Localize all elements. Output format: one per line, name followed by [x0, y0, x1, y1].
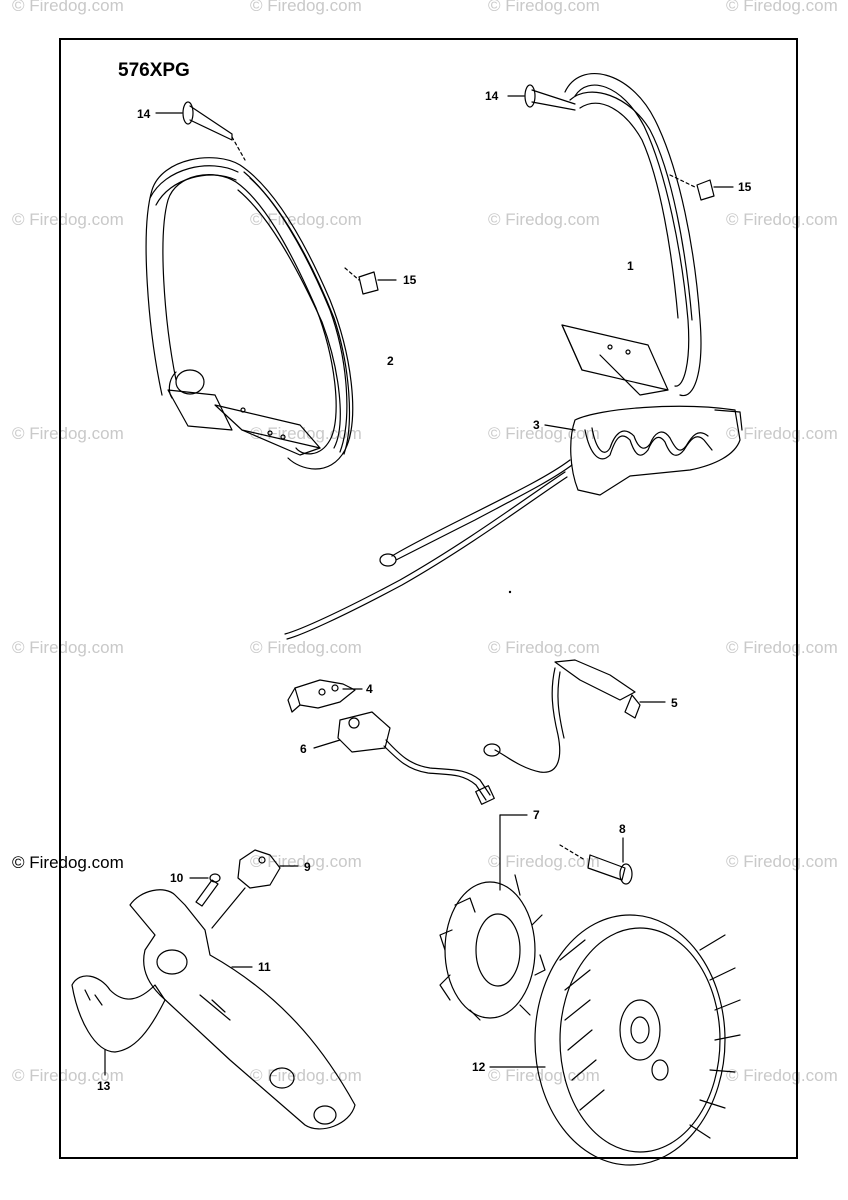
model-label: 576XPG — [118, 60, 190, 81]
watermark-text: © Firedog.com — [726, 1066, 838, 1085]
watermark-text: © Firedog.com — [12, 638, 124, 657]
callout-14-right: 14 — [485, 89, 499, 103]
watermark-text: © Firedog.com — [726, 210, 838, 229]
callout-5: 5 — [671, 696, 678, 710]
diagram-frame — [59, 38, 798, 1159]
watermark-text: © Firedog.com — [726, 0, 838, 15]
watermark-text: © Firedog.com — [488, 638, 600, 657]
callout-2: 2 — [387, 354, 394, 368]
watermark-text: © Firedog.com — [726, 638, 838, 657]
screw-part-8 — [559, 837, 633, 885]
watermark-text: © Firedog.com — [488, 852, 600, 871]
watermark-text: © Firedog.com — [250, 210, 362, 229]
screw-part-10 — [189, 873, 221, 907]
watermark-text: © Firedog.com — [488, 210, 600, 229]
front-handle-part-2 — [145, 157, 354, 470]
ignition-module-part-7 — [439, 814, 546, 1021]
callout-4: 4 — [366, 682, 373, 696]
switch-part-6 — [313, 711, 495, 805]
callout-14-left: 14 — [137, 107, 151, 121]
watermark-text: © Firedog.com — [12, 424, 124, 443]
callout-1: 1 — [627, 259, 634, 273]
callout-9: 9 — [304, 860, 311, 874]
callout-13: 13 — [97, 1079, 111, 1093]
watermark-text: © Firedog.com — [12, 210, 124, 229]
watermark-text: © Firedog.com — [488, 424, 600, 443]
callout-6: 6 — [300, 742, 307, 756]
watermark-text: © Firedog.com — [250, 0, 362, 15]
watermark-text: © Firedog.com — [726, 424, 838, 443]
flywheel-part-12 — [489, 914, 741, 1166]
handle-assembly-part-11 — [129, 889, 356, 1130]
nut-part-15-left — [344, 267, 397, 295]
callout-10: 10 — [170, 871, 184, 885]
callout-7: 7 — [533, 808, 540, 822]
rear-handle-part-1 — [561, 73, 702, 397]
callout-12: 12 — [472, 1060, 486, 1074]
switch-lever-part-5 — [483, 659, 666, 773]
bolt-part-14-right — [507, 84, 576, 111]
watermark-text: © Firedog.com — [12, 1066, 124, 1085]
cover-part-13 — [71, 975, 166, 1076]
connector-bracket-part-9 — [211, 849, 299, 929]
watermark-text: © Firedog.com — [488, 0, 600, 15]
callout-15-left: 15 — [403, 273, 417, 287]
nut-part-15-right — [669, 174, 734, 201]
callout-8: 8 — [619, 822, 626, 836]
bracket-part-4 — [287, 679, 363, 713]
watermark-dark: © Firedog.com — [12, 853, 124, 872]
watermark-text: © Firedog.com — [726, 852, 838, 871]
callout-15-right: 15 — [738, 180, 752, 194]
watermark-text: © Firedog.com — [12, 0, 124, 15]
callout-3: 3 — [533, 418, 540, 432]
bolt-part-14-left — [155, 101, 246, 161]
heating-element-part-3 — [284, 405, 743, 640]
watermark-text: © Firedog.com — [250, 638, 362, 657]
callout-11: 11 — [258, 960, 271, 974]
